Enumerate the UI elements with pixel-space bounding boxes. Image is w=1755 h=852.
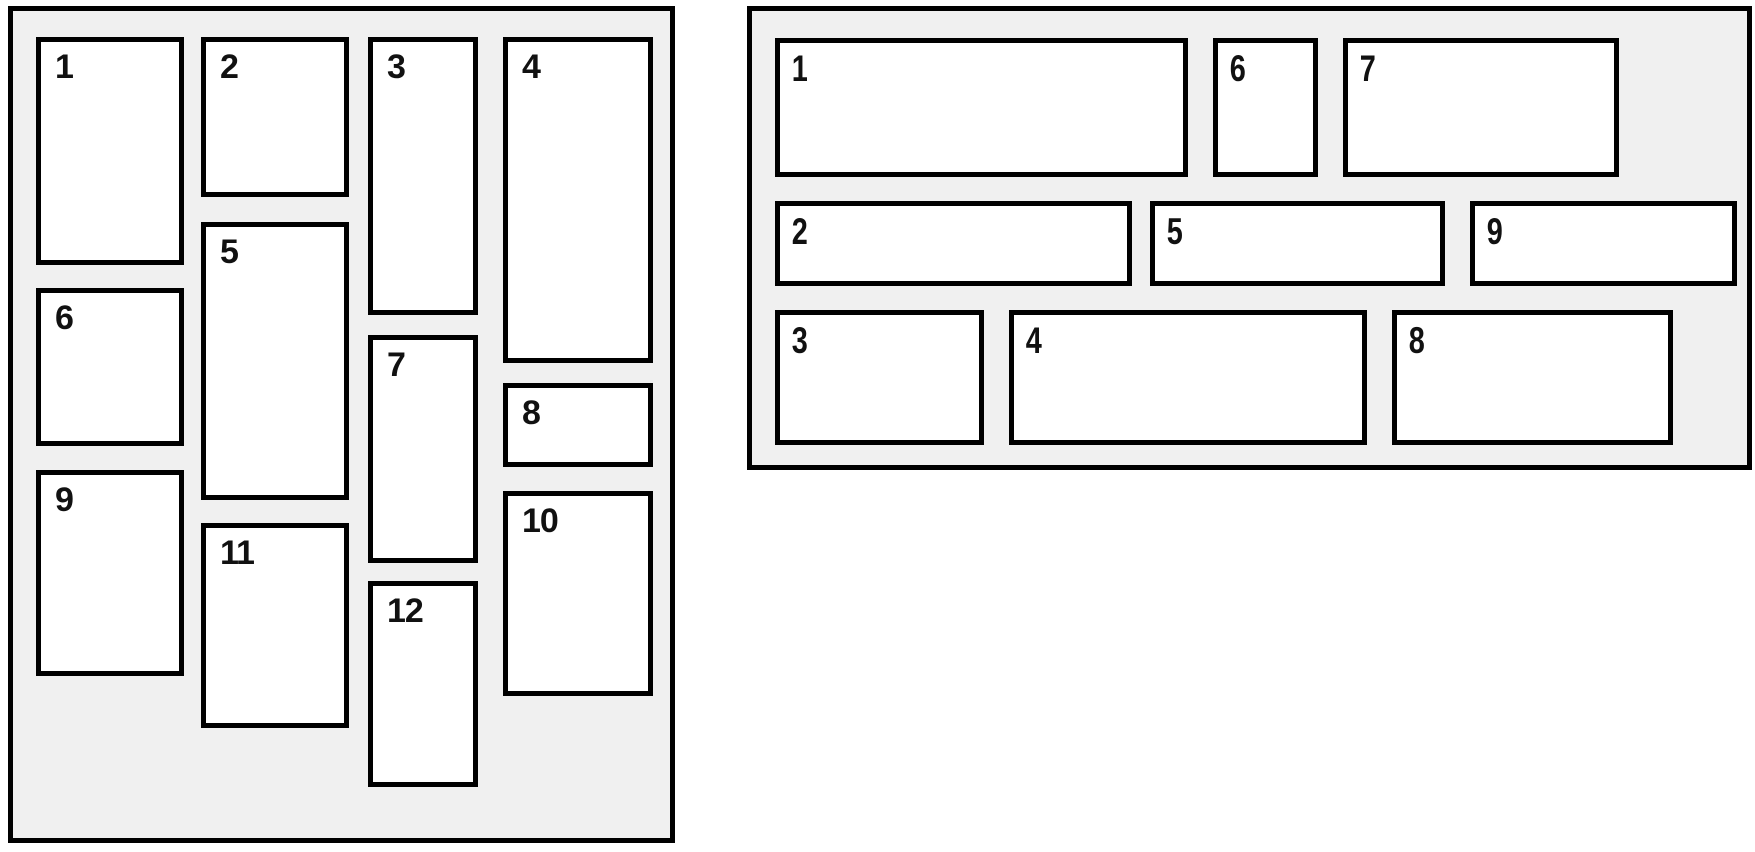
rows-card-9: 9 [1470, 201, 1737, 286]
card-number-label: 12 [387, 592, 424, 630]
rows-card-7: 7 [1343, 38, 1619, 177]
masonry-card-9: 9 [36, 470, 184, 676]
masonry-card-5: 5 [201, 222, 349, 500]
card-number-label: 1 [55, 48, 74, 86]
rows-card-5: 5 [1150, 201, 1445, 286]
rows-card-6: 6 [1213, 38, 1318, 177]
rows-card-1: 1 [775, 38, 1188, 177]
masonry-card-1: 1 [36, 37, 184, 265]
card-number-label: 8 [1408, 320, 1425, 361]
card-number-label: 2 [791, 211, 808, 252]
rows-card-4: 4 [1009, 310, 1367, 445]
rows-card-3: 3 [775, 310, 984, 445]
card-number-label: 7 [1359, 48, 1376, 89]
masonry-card-11: 11 [201, 523, 349, 728]
card-number-label: 1 [791, 48, 808, 89]
card-number-label: 5 [1166, 211, 1183, 252]
card-number-label: 8 [522, 394, 541, 432]
card-number-label: 9 [55, 481, 74, 519]
masonry-card-8: 8 [503, 383, 653, 467]
card-number-label: 6 [1229, 48, 1246, 89]
card-number-label: 4 [522, 48, 541, 86]
card-number-label: 4 [1025, 320, 1042, 361]
card-number-label: 2 [220, 48, 239, 86]
card-number-label: 3 [387, 48, 406, 86]
masonry-card-2: 2 [201, 37, 349, 197]
masonry-card-10: 10 [503, 491, 653, 696]
masonry-card-7: 7 [368, 335, 478, 563]
masonry-card-3: 3 [368, 37, 478, 315]
card-number-label: 3 [791, 320, 808, 361]
card-number-label: 7 [387, 346, 406, 384]
card-number-label: 9 [1486, 211, 1503, 252]
masonry-card-6: 6 [36, 288, 184, 446]
rows-card-8: 8 [1392, 310, 1673, 445]
justified-rows-panel: 1 2 3 4 5 6 7 8 9 [747, 6, 1752, 470]
card-number-label: 10 [522, 502, 559, 540]
card-number-label: 11 [220, 534, 255, 572]
rows-card-2: 2 [775, 201, 1132, 286]
card-number-label: 6 [55, 299, 74, 337]
masonry-card-12: 12 [368, 581, 478, 787]
card-number-label: 5 [220, 233, 239, 271]
masonry-card-4: 4 [503, 37, 653, 363]
